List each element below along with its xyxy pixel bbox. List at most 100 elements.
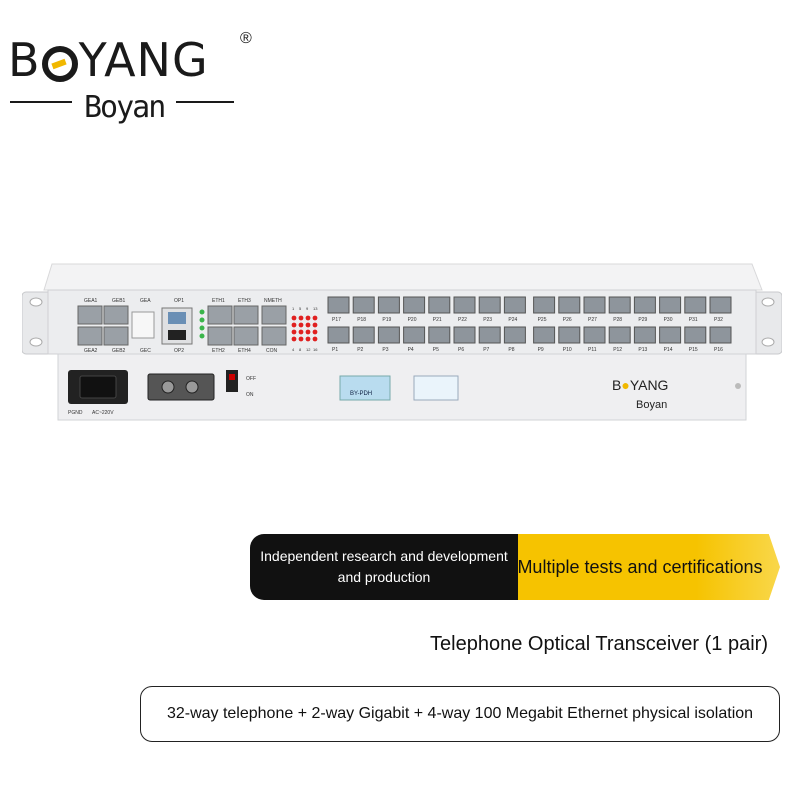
badge-right-text: Multiple tests and certifications bbox=[517, 556, 763, 577]
logo-o-icon bbox=[41, 46, 78, 82]
logo-line-left bbox=[10, 101, 72, 103]
phone-port-label: P6 bbox=[458, 347, 464, 353]
phone-port-label: P11 bbox=[588, 347, 597, 353]
phone-port bbox=[377, 296, 400, 314]
phone-port-label: P3 bbox=[382, 347, 388, 353]
phone-port bbox=[558, 326, 581, 344]
phone-port-label: P8 bbox=[508, 347, 514, 353]
phone-port-label: P18 bbox=[357, 317, 366, 323]
label-gea1: GEA1 bbox=[84, 298, 98, 304]
label-eth4: ETH4 bbox=[238, 348, 251, 354]
phone-port-label: P12 bbox=[613, 347, 622, 353]
phone-port-label: P4 bbox=[408, 347, 414, 353]
phone-port-label: P26 bbox=[563, 317, 572, 323]
logo-letter-b: B bbox=[8, 33, 41, 87]
phone-port bbox=[352, 296, 375, 314]
phone-port bbox=[583, 326, 606, 344]
device-logo-sub: Boyan bbox=[636, 399, 667, 411]
phone-port bbox=[327, 326, 350, 344]
status-led bbox=[298, 315, 304, 321]
status-led bbox=[298, 336, 304, 342]
status-led bbox=[305, 329, 311, 335]
status-led bbox=[312, 336, 318, 342]
phone-port-label: P17 bbox=[332, 317, 341, 323]
status-led bbox=[291, 329, 297, 335]
badge-certifications: Multiple tests and certifications bbox=[500, 534, 780, 600]
phone-port bbox=[533, 296, 556, 314]
led-matrix bbox=[291, 315, 318, 342]
phone-port-label: P1 bbox=[332, 347, 338, 353]
phone-port-label: P15 bbox=[689, 347, 698, 353]
phone-port bbox=[428, 296, 451, 314]
sticker-white bbox=[413, 375, 459, 401]
led-label-16: 16 bbox=[313, 347, 318, 352]
terminal-block bbox=[147, 373, 215, 401]
phone-port bbox=[453, 326, 476, 344]
logo-letters-yang: YANG bbox=[78, 33, 209, 87]
label-eth1: ETH1 bbox=[212, 298, 225, 304]
phone-port bbox=[583, 296, 606, 314]
label-eth2: ETH2 bbox=[212, 348, 225, 354]
status-led bbox=[305, 315, 311, 321]
status-led bbox=[305, 322, 311, 328]
phone-port bbox=[403, 296, 426, 314]
led-label-8: 8 bbox=[299, 347, 302, 352]
phone-port bbox=[659, 296, 682, 314]
phone-port-label: P19 bbox=[382, 317, 391, 323]
phone-port bbox=[684, 296, 707, 314]
phone-port bbox=[327, 296, 350, 314]
status-led bbox=[305, 336, 311, 342]
phone-port-label: P10 bbox=[563, 347, 572, 353]
status-led bbox=[298, 322, 304, 328]
led-label-13: 13 bbox=[313, 306, 318, 311]
phone-port bbox=[503, 296, 526, 314]
status-led bbox=[291, 336, 297, 342]
label-geb2: GEB2 bbox=[112, 348, 126, 354]
power-label: AC~220V bbox=[92, 410, 114, 416]
label-op1: OP1 bbox=[174, 298, 184, 304]
phone-port bbox=[684, 326, 707, 344]
phone-port-label: P20 bbox=[408, 317, 417, 323]
phone-port bbox=[633, 296, 656, 314]
status-led bbox=[312, 315, 318, 321]
logo-subtitle: Boyan bbox=[84, 90, 166, 125]
phone-port bbox=[428, 326, 451, 344]
spec-box: 32-way telephone + 2-way Gigabit + 4-way… bbox=[140, 686, 780, 742]
phone-port-label: P7 bbox=[483, 347, 489, 353]
phone-port-label: P23 bbox=[483, 317, 492, 323]
status-led bbox=[291, 322, 297, 328]
status-led bbox=[298, 329, 304, 335]
phone-port bbox=[709, 326, 732, 344]
phone-port bbox=[558, 296, 581, 314]
badge-research: Independent research and development and… bbox=[250, 534, 518, 600]
label-gea2: GEA2 bbox=[84, 348, 98, 354]
phone-port bbox=[352, 326, 375, 344]
phone-port bbox=[608, 326, 631, 344]
badge-left-line-1: Independent research and development bbox=[260, 548, 508, 564]
led-label-5: 5 bbox=[299, 306, 302, 311]
phone-port-label: P24 bbox=[508, 317, 517, 323]
product-name: Telephone Optical Transceiver (1 pair) bbox=[430, 633, 768, 655]
phone-port bbox=[633, 326, 656, 344]
phone-port-label: P5 bbox=[433, 347, 439, 353]
ground-label: PGND bbox=[68, 410, 83, 416]
label-eth3: ETH3 bbox=[238, 298, 251, 304]
label-gea: GEA bbox=[140, 298, 151, 304]
device-logo: B●YANG bbox=[612, 377, 668, 393]
phone-port bbox=[503, 326, 526, 344]
phone-port bbox=[478, 296, 501, 314]
phone-port-label: P28 bbox=[613, 317, 622, 323]
feature-badges: Multiple tests and certifications Indepe… bbox=[250, 534, 780, 600]
spec-text: 32-way telephone + 2-way Gigabit + 4-way… bbox=[166, 705, 754, 722]
phone-port bbox=[403, 326, 426, 344]
label-op2: OP2 bbox=[174, 348, 184, 354]
phone-port-label: P9 bbox=[538, 347, 544, 353]
phone-port-label: P14 bbox=[664, 347, 673, 353]
phone-port-label: P2 bbox=[357, 347, 363, 353]
phone-port bbox=[709, 296, 732, 314]
device-image: GEA1 GEB1 GEA OP1 ETH1 ETH3 NMETH GEA2 G… bbox=[22, 263, 782, 421]
phone-port bbox=[659, 326, 682, 344]
ethernet-ports bbox=[207, 305, 287, 346]
sticker-blue bbox=[339, 375, 391, 401]
